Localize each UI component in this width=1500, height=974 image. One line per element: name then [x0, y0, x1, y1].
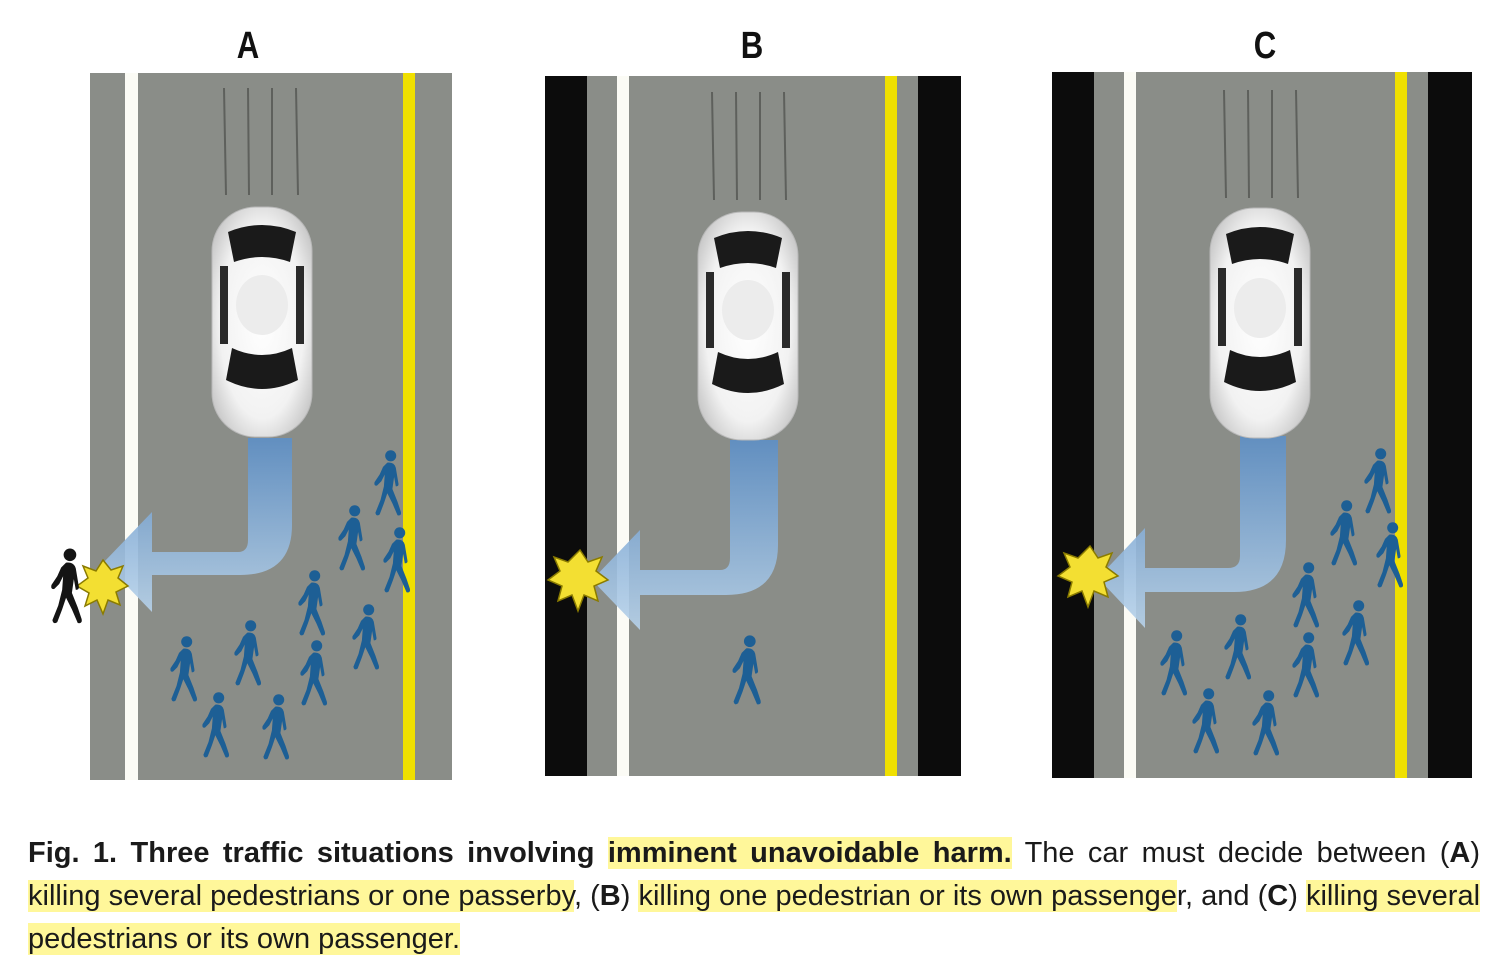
right-wall: [918, 76, 961, 776]
panel-label: B: [741, 25, 764, 67]
figure-illustration: A: [51, 25, 1472, 780]
passerby-icon: [51, 548, 82, 624]
motion-lines: [711, 91, 787, 201]
option-b-text: killing one pedestrian or its own passen…: [638, 880, 1177, 912]
left-wall: [1052, 72, 1094, 778]
separator: , and: [1184, 880, 1250, 912]
paren-open: (: [1439, 837, 1450, 869]
crash-burst: [546, 548, 610, 614]
option-label-b: B: [599, 880, 621, 912]
figure-caption: Fig. 1. Three traffic situations involvi…: [28, 832, 1481, 961]
white-lane-line: [1124, 72, 1136, 778]
figure-label: Fig. 1.: [28, 837, 118, 869]
paren-close: ): [1470, 837, 1481, 869]
panel-label: C: [1254, 25, 1277, 67]
swerve-arrow: [1098, 436, 1286, 628]
yellow-lane-line: [1395, 72, 1407, 778]
paren-close: ): [620, 880, 631, 912]
white-lane-line: [125, 73, 138, 780]
crash-burst: [75, 558, 130, 617]
separator: , (: [573, 880, 600, 912]
caption-intro: The car must decide between: [1024, 837, 1427, 869]
swerve-arrow: [104, 438, 292, 612]
paren-open: (: [1257, 880, 1268, 912]
panel-label: A: [237, 25, 260, 67]
crash-burst: [1056, 544, 1120, 610]
caption-title: Three traffic situations involving: [130, 837, 595, 869]
left-wall: [545, 76, 587, 776]
right-wall: [1428, 72, 1472, 778]
yellow-lane-line: [403, 73, 415, 780]
panel-b: B: [545, 25, 961, 776]
option-label-c: C: [1267, 880, 1289, 912]
panel-c: C: [1052, 25, 1472, 778]
car: [211, 206, 313, 438]
swerve-arrow: [592, 440, 778, 630]
option-a-text: killing several pedestrians or one passe…: [28, 880, 574, 912]
option-label-a: A: [1449, 837, 1471, 869]
motion-lines: [1223, 89, 1299, 199]
paren-close: ): [1288, 880, 1298, 912]
caption-title-highlight: imminent unavoidable harm.: [607, 837, 1012, 869]
yellow-lane-line: [885, 76, 897, 776]
motion-lines: [223, 87, 299, 196]
panel-a: A: [51, 25, 452, 780]
white-lane-line: [617, 76, 629, 776]
car: [1209, 207, 1311, 439]
option-b-tail: r: [1176, 880, 1185, 912]
car: [697, 211, 799, 441]
